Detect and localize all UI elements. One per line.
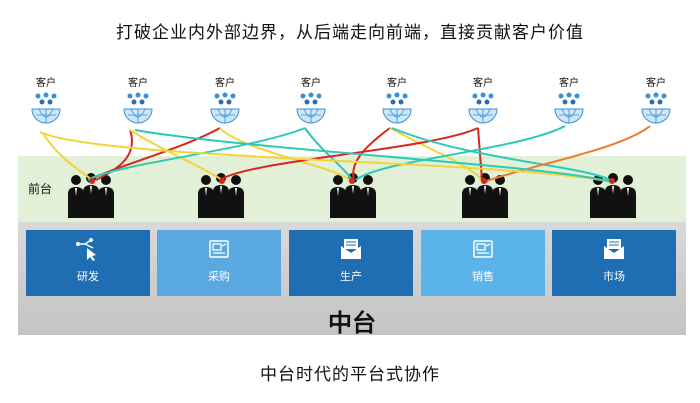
customer-node: 客户 [547,74,591,134]
department-procurement: 采购 [157,230,281,296]
department-sales: 销售 [421,230,545,296]
envelope-icon [341,239,361,259]
connection-line [129,129,223,181]
customer-node: 客户 [634,74,678,134]
customer-node: 客户 [461,74,505,134]
customer-label: 客户 [559,78,579,89]
customer-globe-icon [554,92,584,124]
connection-line [389,127,483,181]
customer-label: 客户 [128,78,148,89]
document-icon [209,240,229,258]
department-label: 采购 [208,270,230,283]
customer-node: 客户 [24,74,68,134]
department-production: 生产 [289,230,413,296]
connection-line [39,131,613,183]
connection-line [95,129,133,181]
department-marketing: 市场 [552,230,676,296]
connection-line [41,131,93,181]
document-icon [473,240,493,258]
connection-line [391,127,611,181]
customer-globe-icon [31,92,61,124]
middle-platform-label: 中台 [328,309,376,337]
connection-line [134,129,613,183]
customer-label: 客户 [215,78,235,89]
connection-line [483,125,651,183]
envelope-icon [604,239,624,259]
customer-label: 客户 [36,78,56,89]
customer-globe-icon [210,92,240,124]
department-label: 研发 [77,270,99,283]
customer-globe-icon [296,92,326,124]
department-label: 市场 [603,270,625,283]
diagram-title: 打破企业内外部边界，从后端走向前端，直接贡献客户价值 [116,23,584,43]
department-rd: 研发 [26,230,150,296]
customer-globe-icon [123,92,153,124]
front-team-icon [590,173,636,218]
front-team-icon [330,173,376,218]
bottom-caption: 中台时代的平台式协作 [260,365,440,385]
customer-label: 客户 [387,78,407,89]
customer-node: 客户 [203,74,247,134]
connection-line [87,127,306,181]
customer-node: 客户 [375,74,419,134]
front-office-label: 前台 [28,182,53,196]
customer-label: 客户 [301,78,321,89]
customer-node: 客户 [116,74,160,134]
connection-line [352,127,391,181]
connection-line [355,125,566,181]
connection-line [219,127,479,181]
customer-node: 客户 [289,74,333,134]
connection-line [219,127,351,181]
department-label: 生产 [340,270,362,283]
customer-label: 客户 [473,78,493,89]
customer-globe-icon [382,92,412,124]
cursor-network-icon [76,238,96,261]
connection-line [304,127,353,181]
customer-globe-icon [468,92,498,124]
customer-label: 客户 [646,78,666,89]
department-label: 销售 [472,270,494,283]
front-team-icon [462,173,508,218]
customer-globe-icon [641,92,671,124]
